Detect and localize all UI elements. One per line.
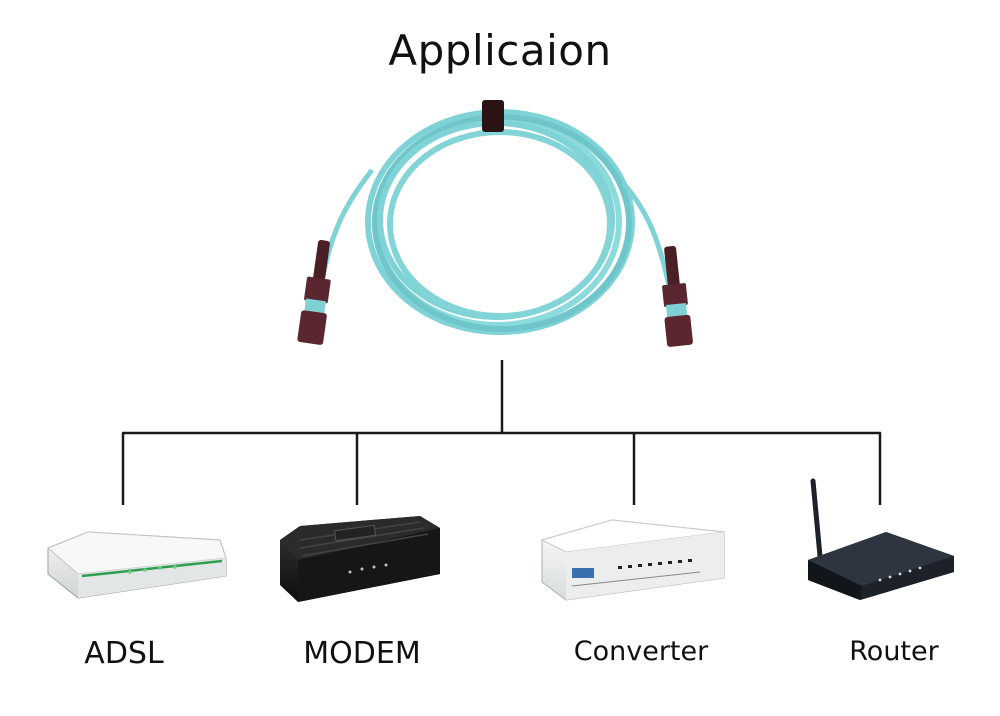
- modem-device-icon: [280, 516, 440, 602]
- adsl-device-icon: [47, 531, 227, 599]
- router-device-icon: [808, 478, 954, 600]
- device-label-router: Router: [849, 636, 939, 667]
- device-label-converter: Converter: [573, 636, 709, 667]
- device-label-adsl: ADSL: [84, 636, 164, 671]
- diagram-title: Applicaion: [388, 26, 612, 75]
- connection-tree: [121, 360, 882, 505]
- fiber-patch-cable-icon: [297, 100, 693, 347]
- device-label-modem: MODEM: [303, 636, 421, 671]
- converter-switch-icon: [540, 519, 725, 601]
